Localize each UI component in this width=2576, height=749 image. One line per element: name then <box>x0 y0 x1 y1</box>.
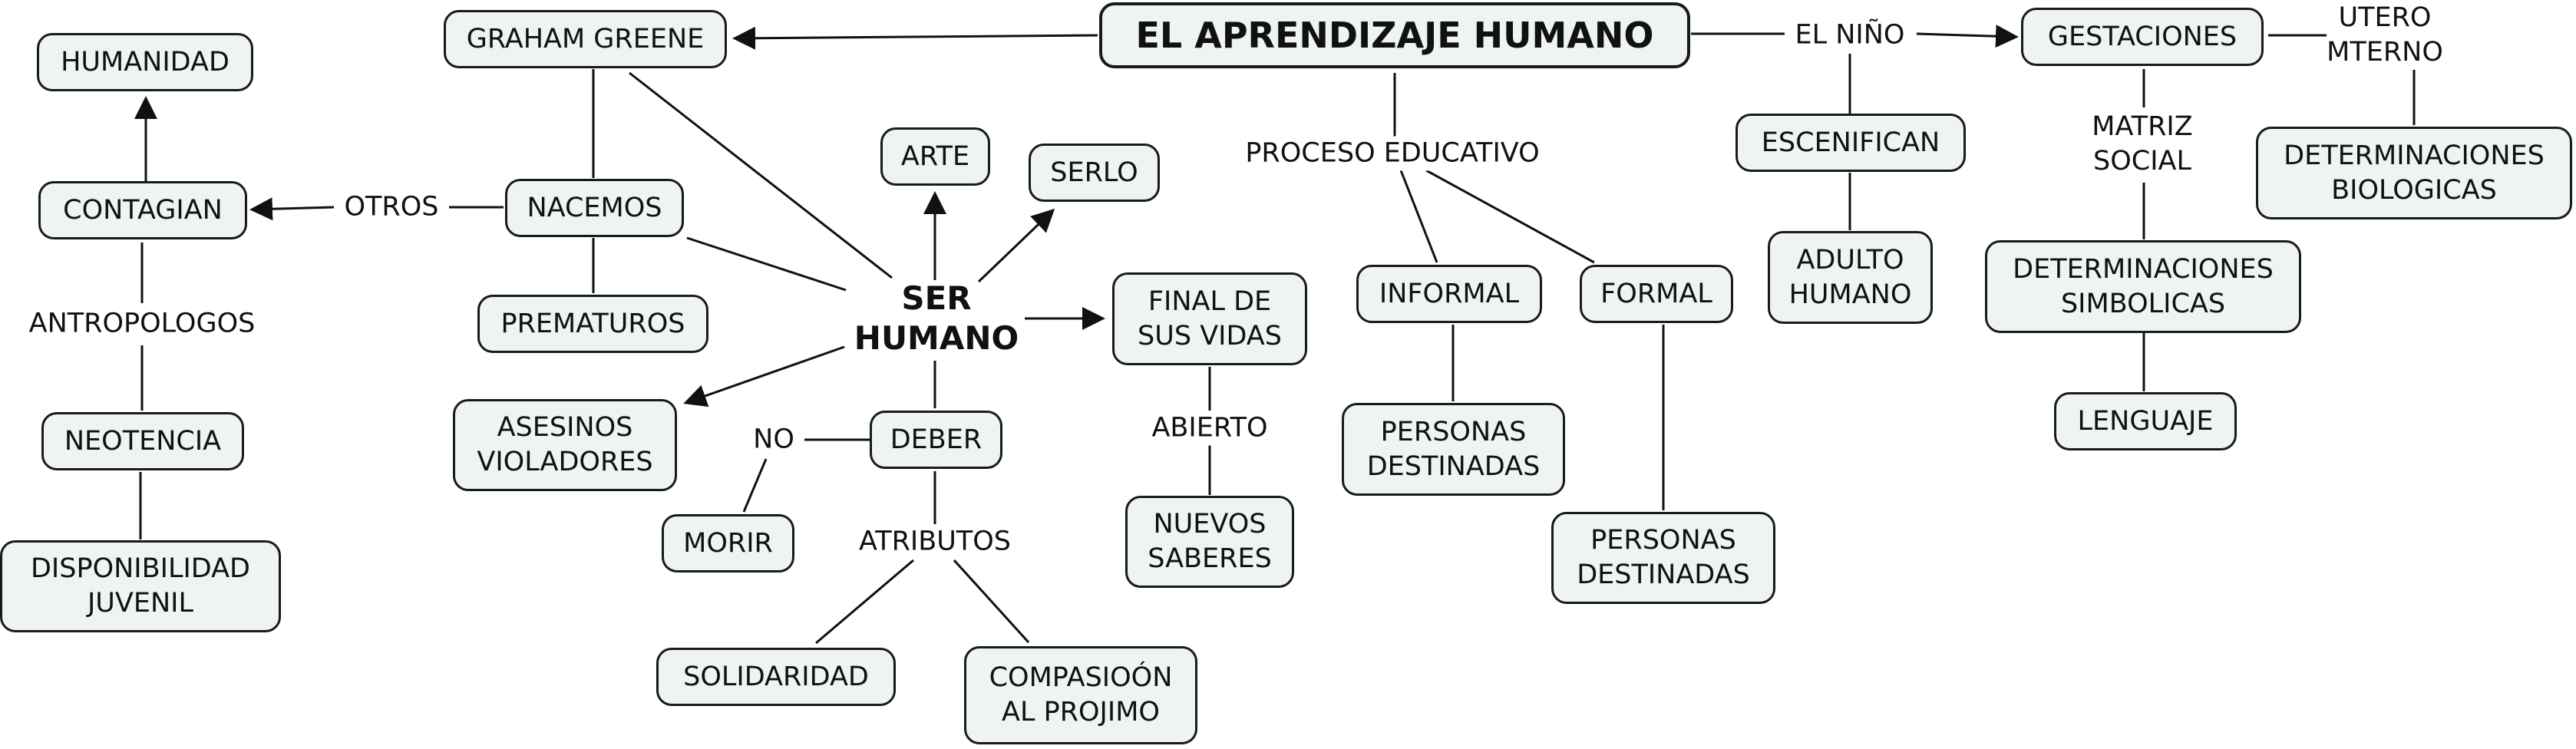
edge-elnino-gestaciones <box>1916 25 2019 48</box>
node-solidaridad[interactable]: SOLIDARIDAD <box>656 648 896 706</box>
node-graham-greene[interactable]: GRAHAM GREENE <box>444 10 727 68</box>
node-humanidad[interactable]: HUMANIDAD <box>37 33 253 91</box>
edge-root-graham <box>732 26 1098 50</box>
node-personas-destinadas-formal[interactable]: PERSONAS DESTINADAS <box>1551 512 1775 604</box>
link-label-matriz-social: MATRIZ SOCIAL <box>2092 110 2193 179</box>
edge-otros-contagian <box>249 197 335 221</box>
node-contagian[interactable]: CONTAGIAN <box>38 181 247 239</box>
node-personas-destinadas-informal[interactable]: PERSONAS DESTINADAS <box>1342 403 1565 496</box>
node-final-vidas[interactable]: FINAL DE SUS VIDAS <box>1112 272 1307 365</box>
edge-atributos-solidaridad <box>815 559 914 645</box>
edge-proceso-informal <box>1399 170 1438 263</box>
link-label-el-nino: EL NIÑO <box>1795 18 1905 53</box>
link-label-utero-mterno: UTERO MTERNO <box>2327 1 2443 70</box>
node-prematuros[interactable]: PREMATUROS <box>477 295 708 353</box>
node-gestaciones[interactable]: GESTACIONES <box>2021 8 2264 66</box>
link-label-atributos: ATRIBUTOS <box>858 524 1012 559</box>
edge-proceso-formal <box>1425 169 1595 264</box>
node-asesinos[interactable]: ASESINOS VIOLADORES <box>453 399 677 491</box>
node-escenifican[interactable]: ESCENIFICAN <box>1735 114 1966 172</box>
node-determinaciones-biologicas[interactable]: DETERMINACIONES BIOLOGICAS <box>2256 127 2572 219</box>
edge-no-morir <box>742 458 768 513</box>
edge-atributos-compasion <box>953 559 1030 644</box>
link-label-abierto: ABIERTO <box>1151 411 1268 446</box>
edge-serhumano-serlo <box>977 208 1055 283</box>
edge-nacemos-serhumano <box>686 236 847 292</box>
node-lenguaje[interactable]: LENGUAJE <box>2054 392 2237 450</box>
node-ser-humano[interactable]: SER HUMANO <box>854 279 1019 357</box>
link-label-otros: OTROS <box>344 190 439 225</box>
node-nacemos[interactable]: NACEMOS <box>505 179 684 237</box>
node-morir[interactable]: MORIR <box>662 514 794 572</box>
link-label-proceso-educativo: PROCESO EDUCATIVO <box>1245 136 1540 171</box>
edge-serhumano-asesinos <box>683 345 845 407</box>
node-nuevos-saberes[interactable]: NUEVOS SABERES <box>1125 496 1294 588</box>
edge-graham-serhumano <box>629 71 893 279</box>
node-disponibilidad[interactable]: DISPONIBILIDAD JUVENIL <box>0 540 281 632</box>
node-serlo[interactable]: SERLO <box>1029 144 1160 202</box>
node-determinaciones-simbolicas[interactable]: DETERMINACIONES SIMBOLICAS <box>1985 240 2301 333</box>
node-formal[interactable]: FORMAL <box>1580 265 1733 323</box>
link-label-no: NO <box>753 422 794 457</box>
node-root[interactable]: EL APRENDIZAJE HUMANO <box>1099 2 1690 68</box>
node-arte[interactable]: ARTE <box>880 127 990 186</box>
node-informal[interactable]: INFORMAL <box>1356 265 1542 323</box>
link-label-antropologos: ANTROPOLOGOS <box>28 306 256 342</box>
node-neotencia[interactable]: NEOTENCIA <box>41 412 244 470</box>
node-deber[interactable]: DEBER <box>870 411 1002 469</box>
node-compasion[interactable]: COMPASIOÓN AL PROJIMO <box>964 646 1197 744</box>
node-adulto-humano[interactable]: ADULTO HUMANO <box>1768 231 1933 324</box>
